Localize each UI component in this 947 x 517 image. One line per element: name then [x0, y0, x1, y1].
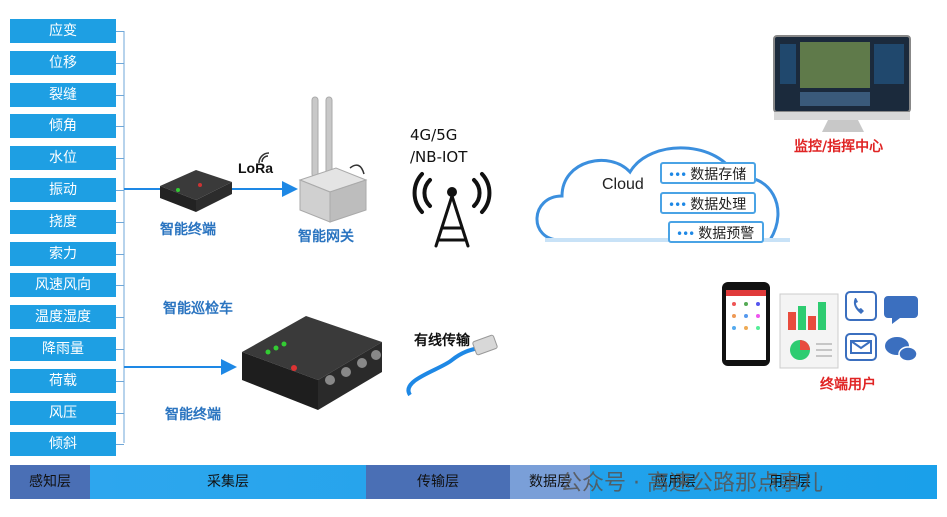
layer-transmission: 传输层	[417, 474, 459, 490]
layer-perception: 感知层	[29, 474, 71, 490]
monitor-center-label: 监控/指挥中心	[794, 139, 884, 155]
sensor-connector	[116, 317, 124, 319]
wireless-line2-label: /NB-IOT	[410, 148, 468, 166]
layer-collection: 采集层	[207, 474, 249, 490]
sensor-connector	[116, 126, 124, 128]
sensor-item: 温度湿度	[10, 305, 116, 330]
sensor-item: 倾角	[10, 114, 116, 139]
watermark-text: 公众号 · 高速公路那点事儿	[560, 471, 823, 496]
cloud-item: •••数据处理	[660, 192, 756, 214]
sensor-connector	[116, 221, 124, 223]
dots-icon: •••	[676, 227, 695, 241]
layer-block-perception	[10, 465, 90, 499]
layer-user: 用户层	[769, 474, 811, 490]
wireless-tower-icon	[412, 172, 492, 248]
sensor-item: 裂缝	[10, 82, 116, 107]
wireless-line1-label: 4G/5G	[410, 126, 458, 144]
sensor-connector	[116, 190, 124, 191]
report-document-icon	[779, 293, 839, 369]
smart-terminal-bottom-device	[242, 316, 382, 410]
chat-bubble-icon	[884, 296, 918, 324]
phone-call-icon	[845, 291, 877, 321]
sensor-connector	[116, 380, 124, 382]
smart-gateway-label: 智能网关	[298, 229, 354, 245]
sensor-connector	[116, 158, 124, 160]
lora-label: LoRa	[238, 160, 273, 176]
sensor-connector	[116, 412, 124, 414]
sensor-item: 荷载	[10, 368, 116, 393]
cloud-item-label: 数据处理	[690, 197, 747, 213]
sensor-connector	[116, 285, 124, 287]
lora-signal-icon	[258, 152, 270, 164]
sensor-item: 振动	[10, 178, 116, 202]
mail-icon	[845, 333, 877, 361]
smart-gateway-device	[298, 96, 368, 223]
layer-block-data	[510, 465, 590, 499]
monitor-screen	[773, 35, 911, 132]
layer-application: 应用层	[654, 474, 696, 490]
sensor-item: 位移	[10, 50, 116, 75]
cloud-item: •••数据存储	[660, 162, 756, 184]
sensor-connector	[116, 253, 124, 255]
sensor-item: 风压	[10, 400, 116, 425]
inspection-vehicle-label: 智能巡检车	[163, 301, 233, 317]
end-user-label: 终端用户	[820, 377, 876, 393]
smart-terminal-bottom-label: 智能终端	[165, 407, 221, 423]
cloud-item-label: 数据存储	[690, 167, 747, 183]
dots-icon: •••	[668, 168, 687, 182]
sensor-item: 索力	[10, 241, 116, 266]
ethernet-cable-icon	[406, 334, 498, 397]
smart-terminal-top-device	[160, 170, 232, 212]
sensor-item: 水位	[10, 146, 116, 171]
cloud-label: Cloud	[602, 176, 644, 193]
smart-terminal-top-label: 智能终端	[160, 222, 216, 238]
sensor-connector	[116, 94, 124, 96]
sensor-item: 降雨量	[10, 337, 116, 361]
sensor-item: 应变	[10, 19, 116, 43]
sensor-item: 挠度	[10, 209, 116, 234]
sensor-connector	[116, 31, 124, 32]
wechat-icon	[885, 337, 918, 362]
phone-device	[722, 282, 770, 366]
wired-transmission-label: 有线传输	[414, 333, 470, 349]
layer-data: 数据层	[529, 474, 571, 490]
sensor-connector	[116, 349, 124, 350]
cloud-item-label: 数据预警	[698, 226, 755, 242]
sensor-item: 风速风向	[10, 273, 116, 298]
layer-block-transmission	[366, 465, 510, 499]
sensor-item: 倾斜	[10, 432, 116, 457]
sensor-connector	[116, 62, 124, 64]
dots-icon: •••	[668, 198, 687, 212]
cloud-item: •••数据预警	[668, 221, 764, 243]
sensor-connector	[116, 444, 124, 446]
